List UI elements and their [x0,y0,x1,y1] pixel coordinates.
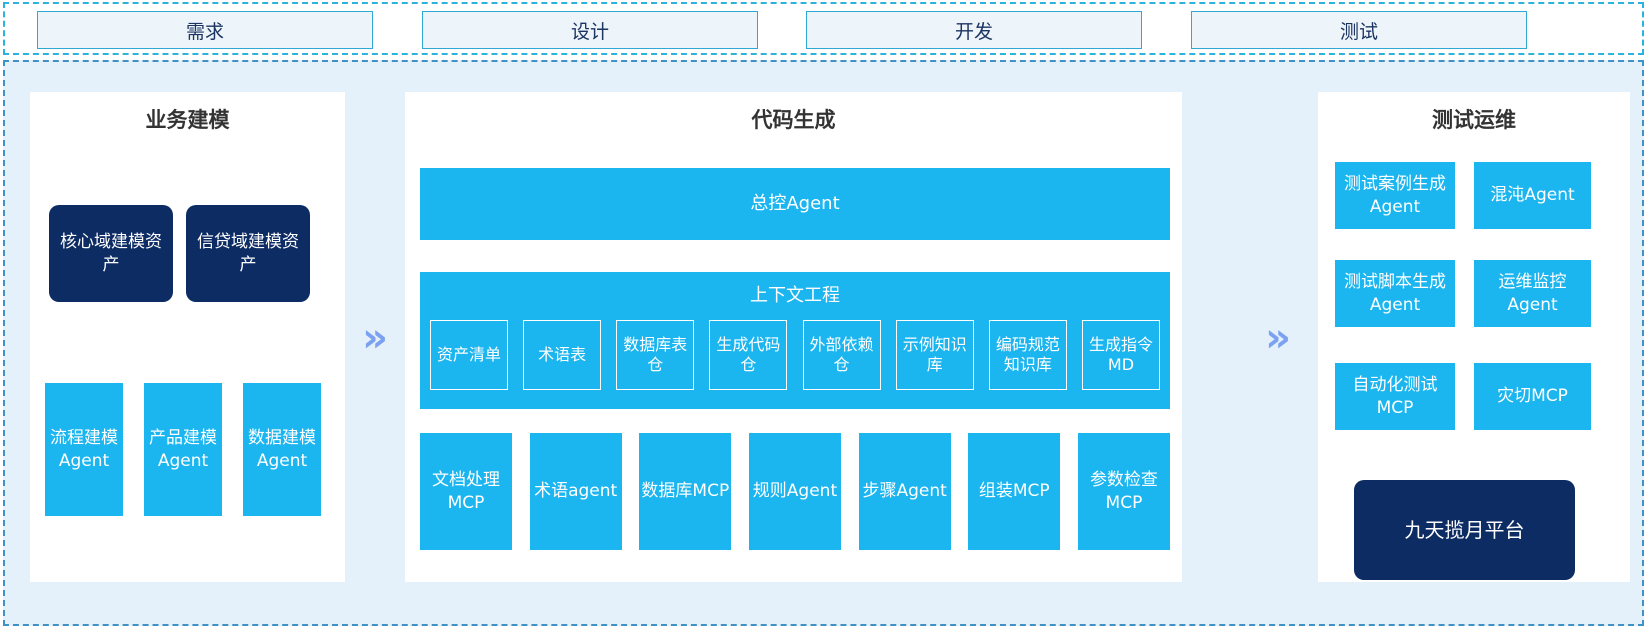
stage-label: 开发 [954,20,993,43]
box-credit-domain-modeling-assets: 信贷域建模资产 [186,205,310,302]
box-automated-test-mcp: 自动化测试MCP [1335,363,1455,430]
context-engineering-title: 上下文工程 [750,285,840,306]
box-chaos-agent: 混沌Agent [1474,162,1591,229]
code-generation-tools: 文档处理MCP 术语agent 数据库MCP 规则Agent 步骤Agent 组… [420,433,1170,550]
stage-band: 需求 设计 开发 测试 [3,2,1644,55]
panel-title: 测试运维 [1432,108,1516,132]
panel-title: 业务建模 [145,108,230,132]
panel-test-ops: 测试运维 测试案例生成Agent 混沌Agent 测试脚本生成Agent 运维监… [1318,92,1630,582]
panel-business-modeling: 业务建模 核心域建模资产 信贷域建模资产 流程建模Agent 产品建模Agent… [30,92,345,582]
context-item-coding-standard-knowledge-base: 编码规范知识库 [988,320,1067,390]
context-item-generated-code-repo: 生成代码仓 [709,320,788,390]
box-database-mcp: 数据库MCP [639,433,732,550]
panel-title: 代码生成 [751,108,836,132]
stage-box-requirements: 需求 [37,11,373,49]
box-test-script-generation-agent: 测试脚本生成Agent [1335,260,1455,327]
box-data-modeling-agent: 数据建模Agent [243,383,321,516]
box-test-case-generation-agent: 测试案例生成Agent [1335,162,1455,229]
stage-label: 需求 [185,20,224,43]
box-process-modeling-agent: 流程建模Agent [45,383,123,516]
box-jiutian-lanyue-platform: 九天揽月平台 [1354,480,1575,580]
stage-box-development: 开发 [806,11,1142,49]
box-step-agent: 步骤Agent [858,433,951,550]
context-item-external-dependency-repo: 外部依赖仓 [802,320,881,390]
box-master-control-agent: 总控Agent [420,168,1170,240]
panel-code-generation: 代码生成 总控Agent 上下文工程 资产清单 术语表 数据库表仓 生成代码仓 … [405,92,1182,582]
main-band: 业务建模 核心域建模资产 信贷域建模资产 流程建模Agent 产品建模Agent… [3,60,1644,626]
context-item-generation-instruction-md: 生成指令MD [1081,320,1160,390]
box-glossary-agent: 术语agent [529,433,622,550]
chevron-right-icon: » [362,315,388,361]
context-engineering-block: 上下文工程 资产清单 术语表 数据库表仓 生成代码仓 外部依赖仓 示例知识库 编… [420,272,1170,409]
box-core-domain-modeling-assets: 核心域建模资产 [49,205,173,302]
stage-box-testing: 测试 [1191,11,1527,49]
context-engineering-items: 资产清单 术语表 数据库表仓 生成代码仓 外部依赖仓 示例知识库 编码规范知识库… [430,310,1160,400]
context-item-asset-list: 资产清单 [430,320,508,390]
box-disaster-switch-mcp: 灾切MCP [1474,363,1591,430]
stage-box-design: 设计 [422,11,758,49]
box-ops-monitoring-agent: 运维监控Agent [1474,260,1591,327]
stage-label: 设计 [570,20,609,43]
context-item-example-knowledge-base: 示例知识库 [895,320,974,390]
context-item-database-table-repo: 数据库表仓 [616,320,695,390]
stage-label: 测试 [1339,20,1378,43]
box-assembly-mcp: 组装MCP [968,433,1061,550]
context-item-glossary: 术语表 [523,320,602,390]
box-parameter-check-mcp: 参数检查MCP [1077,433,1170,550]
box-rule-agent: 规则Agent [748,433,841,550]
box-product-modeling-agent: 产品建模Agent [144,383,222,516]
chevron-right-icon: » [1265,315,1291,361]
box-document-processing-mcp: 文档处理MCP [420,433,512,550]
